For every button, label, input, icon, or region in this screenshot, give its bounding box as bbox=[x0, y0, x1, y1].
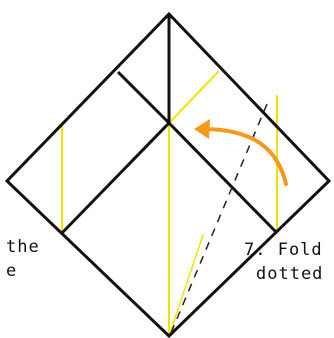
crease-diagonal-upper bbox=[168, 71, 219, 124]
dotted-fold-line bbox=[170, 103, 268, 334]
caption-right-line1: 7. Fold bbox=[244, 240, 323, 260]
crease-diagonal-lower bbox=[168, 234, 204, 337]
arrow-head bbox=[194, 119, 210, 139]
caption-left-line1: the bbox=[6, 237, 40, 257]
crease-lines bbox=[61, 71, 278, 337]
fold-edge-left-lower bbox=[60, 121, 171, 235]
caption-left-line2: e bbox=[6, 261, 18, 281]
arrow-shaft bbox=[204, 127, 288, 186]
outer-square bbox=[4, 11, 332, 338]
curved-arrow-icon bbox=[194, 119, 288, 186]
paper-outline bbox=[4, 11, 332, 338]
fold-edge-right-lower bbox=[167, 121, 279, 235]
caption-right-line2: dotted bbox=[256, 264, 324, 284]
fold-edge-left-upper bbox=[116, 70, 171, 125]
